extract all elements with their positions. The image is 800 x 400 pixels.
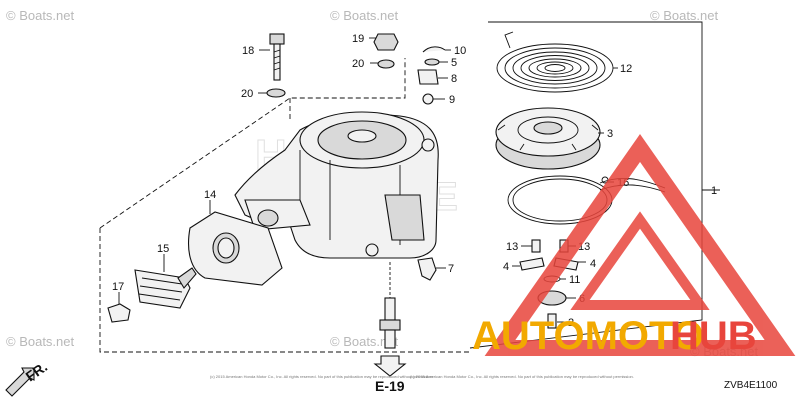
svg-text:AUTOMOTO: AUTOMOTO bbox=[472, 314, 704, 358]
front-arrow bbox=[5, 367, 35, 397]
callout-19: 19 bbox=[352, 33, 364, 45]
automotohub-logo-text: AUTOMOTO HUB bbox=[472, 314, 757, 358]
watermark-text: © Boats.net bbox=[650, 8, 719, 23]
recoil-reel bbox=[495, 107, 601, 170]
callout-2: 2 bbox=[568, 317, 574, 329]
diagram-code: ZVB4E1100 bbox=[724, 380, 778, 391]
callout-20: 20 bbox=[352, 58, 364, 70]
stud-bolt bbox=[379, 262, 401, 349]
rope-guide bbox=[187, 211, 283, 286]
watermark-text: © Boats.net bbox=[330, 8, 399, 23]
ratchet-pawl bbox=[417, 69, 439, 85]
washer bbox=[377, 59, 395, 69]
copyright-text: (c) 2015 American Honda Motor Co., Inc. … bbox=[210, 374, 434, 379]
rope-clip bbox=[107, 303, 131, 323]
callout-14: 14 bbox=[204, 189, 216, 201]
recoil-spring bbox=[496, 31, 614, 93]
callout-13: 13 bbox=[506, 241, 518, 253]
assembly-frame bbox=[469, 21, 703, 349]
automotohub-logo bbox=[484, 134, 796, 356]
callout-7: 7 bbox=[448, 263, 454, 275]
watermark-text: © Boats.net bbox=[330, 334, 399, 349]
flange-bolt bbox=[269, 33, 285, 81]
ratchet bbox=[519, 257, 545, 271]
callout-11: 11 bbox=[569, 274, 580, 286]
washer-small bbox=[424, 58, 440, 66]
reference-label: E-19 bbox=[375, 378, 405, 394]
starter-handle bbox=[134, 267, 197, 309]
spring-pin bbox=[531, 239, 541, 253]
svg-text:HUB: HUB bbox=[670, 314, 757, 358]
callout-18: 18 bbox=[242, 45, 254, 57]
bolt-small bbox=[547, 313, 557, 329]
callout-9: 9 bbox=[449, 94, 455, 106]
reference-arrow bbox=[373, 355, 407, 377]
washer bbox=[266, 88, 286, 98]
callout-5: 5 bbox=[451, 57, 457, 69]
callout-3: 3 bbox=[607, 128, 613, 140]
callout-4: 4 bbox=[503, 261, 509, 273]
callout-4: 4 bbox=[590, 258, 596, 270]
spring-clip bbox=[422, 46, 446, 53]
watermark-text: © Boats.net bbox=[6, 8, 75, 23]
callout-1: 1 bbox=[711, 185, 717, 197]
callout-20: 20 bbox=[241, 88, 253, 100]
callout-15: 15 bbox=[157, 243, 169, 255]
watermark-text: © Boats.net bbox=[6, 334, 75, 349]
callouts: 1 2 3 4 4 5 6 7 8 9 10 11 12 bbox=[112, 33, 717, 329]
pawl-spring bbox=[422, 93, 434, 105]
starter-housing bbox=[234, 111, 439, 259]
callout-8: 8 bbox=[451, 73, 457, 85]
copyright-text: (c) 2015 American Honda Motor Co., Inc. … bbox=[410, 374, 634, 379]
housing-group-outline bbox=[99, 58, 470, 353]
housing-clip bbox=[417, 257, 437, 281]
callout-17: 17 bbox=[112, 281, 124, 293]
callout-12: 12 bbox=[620, 63, 632, 75]
callout-10: 10 bbox=[454, 45, 466, 57]
cap-nut bbox=[373, 33, 399, 51]
